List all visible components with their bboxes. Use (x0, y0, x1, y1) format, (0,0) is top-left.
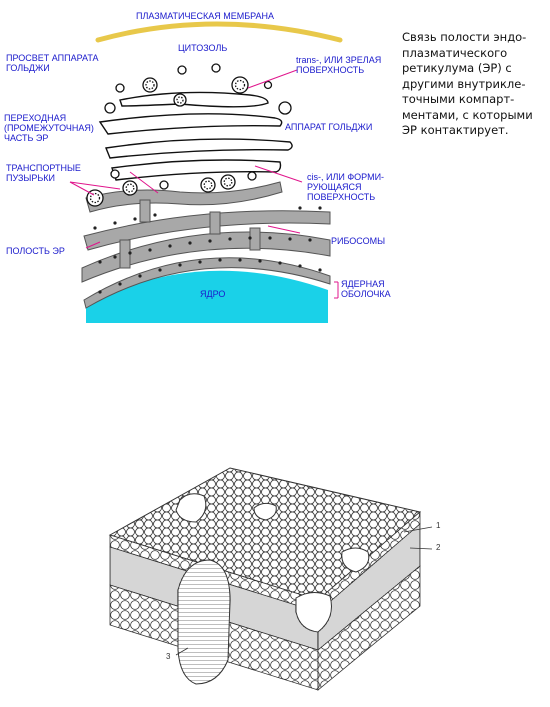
label-plasma-membrane: ПЛАЗМАТИЧЕСКАЯ МЕМБРАНА (136, 11, 275, 21)
plasma-membrane-arc (95, 21, 343, 43)
label-cytosol: ЦИТОЗОЛЬ (178, 43, 228, 53)
ribosome-dots (93, 206, 322, 294)
label-nucleus: ЯДРО (200, 289, 226, 299)
membrane-label-1: 1 (436, 521, 441, 530)
label-golgi-apparatus: АППАРАТ ГОЛЬДЖИ (285, 122, 373, 132)
label-golgi-lumen: ПРОСВЕТ АППАРАТА ГОЛЬДЖИ (6, 53, 99, 73)
leader-lines (69, 69, 339, 299)
large-transmembrane-protein (177, 559, 231, 685)
label-transitional-er: ПЕРЕХОДНАЯ (ПРОМЕЖУТОЧНАЯ) ЧАСТЬ ЭР (4, 113, 94, 143)
label-er-lumen: ПОЛОСТЬ ЭР (6, 246, 65, 256)
golgi-cisternae (98, 91, 293, 181)
label-trans-face: trans-, ИЛИ ЗРЕЛАЯ ПОВЕРХНОСТЬ (296, 55, 382, 75)
membrane-label-2: 2 (436, 543, 441, 552)
membrane-right-side (317, 511, 421, 691)
label-nuclear-envelope: ЯДЕРНАЯ ОБОЛОЧКА (341, 279, 391, 299)
label-ribosomes: РИБОСОМЫ (331, 236, 386, 246)
membrane-leaders (175, 526, 433, 656)
nucleus-shape (86, 270, 328, 323)
caption-text: Связь полости эндо- плазматического рети… (402, 30, 533, 137)
membrane-label-3: 3 (166, 652, 171, 661)
transport-vesicles (86, 63, 292, 207)
membrane-proteins (175, 493, 370, 633)
label-transport-vesicles: ТРАНСПОРТНЫЕ ПУЗЫРЬКИ (6, 163, 81, 183)
label-cis-face: cis-, ИЛИ ФОРМИ- РУЮЩАЯСЯ ПОВЕРХНОСТЬ (307, 172, 385, 202)
